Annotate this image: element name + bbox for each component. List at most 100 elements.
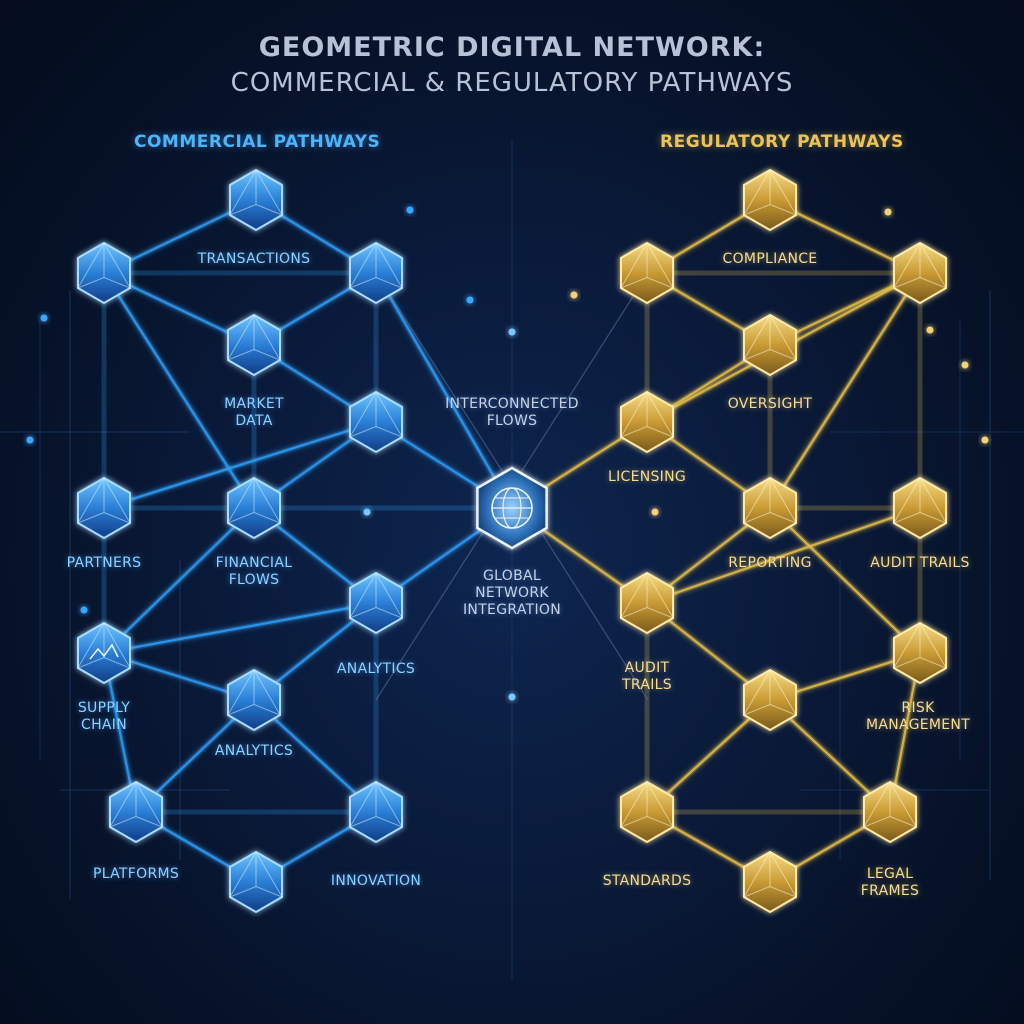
facet-line — [743, 886, 771, 898]
facet-line — [889, 781, 917, 828]
facet-line — [255, 851, 283, 898]
facet-line — [893, 622, 921, 669]
facet-line — [620, 572, 648, 619]
facet-line — [743, 669, 771, 716]
facet-line — [743, 477, 771, 524]
facet-line — [375, 572, 403, 619]
network-edge — [375, 272, 513, 509]
commercial-node — [227, 313, 281, 377]
commercial-node — [77, 241, 131, 305]
facet-line — [743, 851, 771, 898]
facet-line — [349, 242, 377, 289]
label-transactions: TRANSACTIONS — [197, 251, 311, 267]
facet-line — [919, 277, 947, 289]
facet-line — [349, 277, 377, 289]
facet-line — [919, 657, 947, 669]
facet-line — [255, 886, 283, 898]
facet-line — [227, 349, 255, 361]
network-nodes — [77, 168, 947, 914]
commercial-node — [349, 390, 403, 454]
commercial-node — [77, 476, 131, 540]
facet-line — [229, 886, 257, 898]
facet-line — [253, 512, 281, 524]
facet-line — [620, 277, 648, 289]
regulatory-node — [743, 313, 797, 377]
facet-line — [349, 426, 377, 438]
facet-line — [620, 607, 648, 619]
facet-line — [103, 657, 131, 669]
glow-dot — [508, 693, 516, 701]
facet-line — [375, 816, 403, 828]
regulatory-node — [743, 168, 797, 232]
regulatory-node — [893, 621, 947, 685]
glow-dot — [508, 328, 516, 336]
facet-line — [620, 242, 648, 289]
facet-line — [349, 572, 377, 619]
facet-line — [646, 426, 674, 438]
facet-line — [253, 669, 281, 716]
facet-line — [863, 816, 891, 828]
facet-line — [135, 816, 163, 828]
background-circuit-lines — [0, 140, 1024, 980]
glow-dot — [80, 606, 88, 614]
facet-line — [743, 349, 771, 361]
section-title-commercial: COMMERCIAL PATHWAYS — [134, 132, 381, 152]
facet-line — [893, 477, 921, 524]
facet-line — [646, 391, 674, 438]
facet-line — [253, 704, 281, 716]
regulatory-node — [743, 476, 797, 540]
facet-line — [919, 622, 947, 669]
glow-dot — [363, 508, 371, 516]
facet-line — [743, 512, 771, 524]
network-edge — [103, 601, 377, 655]
facet-line — [743, 704, 771, 716]
facet-line — [375, 277, 403, 289]
facet-line — [889, 816, 917, 828]
glow-dot — [651, 508, 659, 516]
label-analytics-2: ANALYTICS — [214, 743, 294, 759]
label-audit-trails-right: AUDIT TRAILS — [870, 555, 970, 571]
label-licensing: LICENSING — [607, 469, 687, 485]
facet-line — [743, 169, 771, 216]
facet-line — [646, 607, 674, 619]
facet-line — [893, 657, 921, 669]
facet-line — [743, 314, 771, 361]
label-analytics-1: ANALYTICS — [336, 661, 416, 677]
facet-line — [227, 669, 255, 716]
facet-line — [646, 572, 674, 619]
facet-line — [135, 781, 163, 828]
facet-line — [349, 816, 377, 828]
facet-line — [349, 781, 377, 828]
facet-line — [769, 669, 797, 716]
glow-dot — [926, 326, 934, 334]
label-innovation: INNOVATION — [330, 873, 422, 889]
regulatory-node — [620, 571, 674, 635]
facet-line — [646, 816, 674, 828]
facet-line — [103, 512, 131, 524]
facet-line — [919, 242, 947, 289]
facet-line — [646, 781, 674, 828]
facet-line — [253, 477, 281, 524]
label-compliance: COMPLIANCE — [722, 251, 818, 267]
label-reporting: REPORTING — [728, 555, 812, 571]
label-platforms: PLATFORMS — [92, 866, 180, 882]
label-standards: STANDARDS — [602, 873, 692, 889]
label-global-network-integration: GLOBAL NETWORK INTEGRATION — [463, 568, 561, 618]
facet-line — [103, 477, 131, 524]
facet-line — [229, 169, 257, 216]
commercial-node — [349, 780, 403, 844]
facet-line — [893, 512, 921, 524]
facet-line — [77, 277, 105, 289]
commercial-node — [229, 850, 283, 914]
regulatory-node — [620, 390, 674, 454]
glow-dot — [570, 291, 578, 299]
label-risk-management: RISK MANAGEMENT — [865, 700, 971, 733]
facet-line — [109, 781, 137, 828]
facet-line — [255, 169, 283, 216]
network-edge — [646, 506, 921, 605]
facet-line — [893, 242, 921, 289]
label-audit-trails-center: AUDIT TRAILS — [622, 660, 672, 693]
facet-line — [77, 477, 105, 524]
facet-line — [103, 242, 131, 289]
